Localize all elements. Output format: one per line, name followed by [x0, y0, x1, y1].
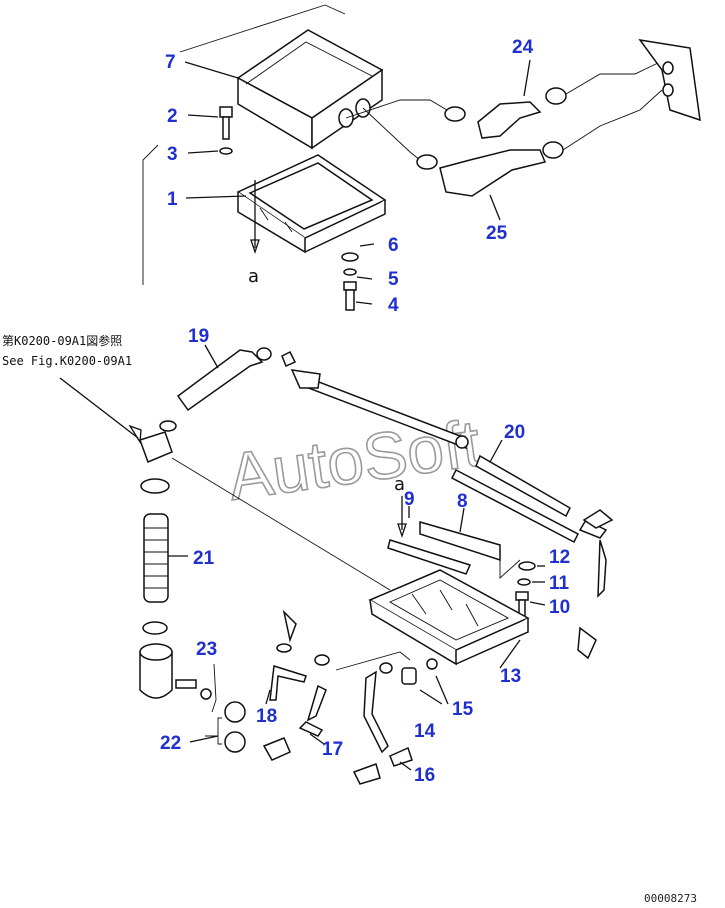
part-number-15: 15: [452, 699, 474, 720]
part-number-5: 5: [388, 269, 399, 290]
bracket-8: [419, 521, 521, 580]
hose-20: [451, 454, 608, 598]
part-number-20: 20: [504, 422, 525, 443]
part-number-1: 1: [167, 189, 178, 210]
upper-assembly: [142, 4, 701, 311]
washer-6: [341, 252, 359, 262]
leader-lines: [168, 59, 546, 771]
part-number-13: 13: [500, 666, 521, 687]
part-number-23: 23: [196, 639, 217, 660]
hose-25: [416, 141, 564, 197]
bracket-frame: [236, 154, 387, 254]
part-number-9: 9: [404, 489, 415, 510]
part-number-8: 8: [457, 491, 468, 512]
part-number-18: 18: [256, 706, 277, 727]
washer-3: [219, 147, 233, 155]
pipe-21: [139, 478, 173, 699]
part-number-17: 17: [322, 739, 343, 760]
part-number-12: 12: [549, 547, 570, 568]
lower-assembly: [59, 347, 614, 785]
hose-24: [444, 87, 567, 139]
controller-box: [236, 29, 384, 150]
part-number-2: 2: [167, 106, 178, 127]
part-number-16: 16: [414, 765, 435, 786]
hose-17: [262, 684, 327, 761]
part-number-22: 22: [160, 733, 181, 754]
part-number-6: 6: [388, 235, 399, 256]
oil-pan-13: [368, 569, 530, 666]
watermark-text: AutoSoft: [224, 405, 485, 514]
mount-22: [224, 701, 246, 753]
part-number-19: 19: [188, 326, 209, 347]
hose-18: [269, 609, 330, 701]
lock-washer-5: [343, 268, 357, 276]
bolt-2: [219, 106, 233, 140]
part-number-14: 14: [414, 721, 436, 742]
connector-letter-upper: a: [248, 266, 259, 287]
connector-letter-lower: a: [394, 474, 405, 495]
part-number-24: 24: [512, 37, 534, 58]
part-number-7: 7: [165, 52, 176, 73]
drawing-code: 00008273: [644, 892, 697, 905]
part-number-10: 10: [549, 597, 570, 618]
reference-text-ja: 第K0200-09A1図参照: [2, 333, 122, 348]
hose-16: [352, 662, 413, 785]
reference-text-en: See Fig.K0200-09A1: [2, 354, 132, 368]
bolt-4: [343, 281, 357, 311]
part-number-21: 21: [193, 548, 215, 569]
bracket-9: [387, 539, 472, 575]
part-number-4: 4: [388, 295, 399, 316]
part-number-3: 3: [167, 144, 178, 165]
part-number-25: 25: [486, 223, 508, 244]
hose-19: [176, 347, 297, 412]
part-number-11: 11: [549, 573, 570, 594]
